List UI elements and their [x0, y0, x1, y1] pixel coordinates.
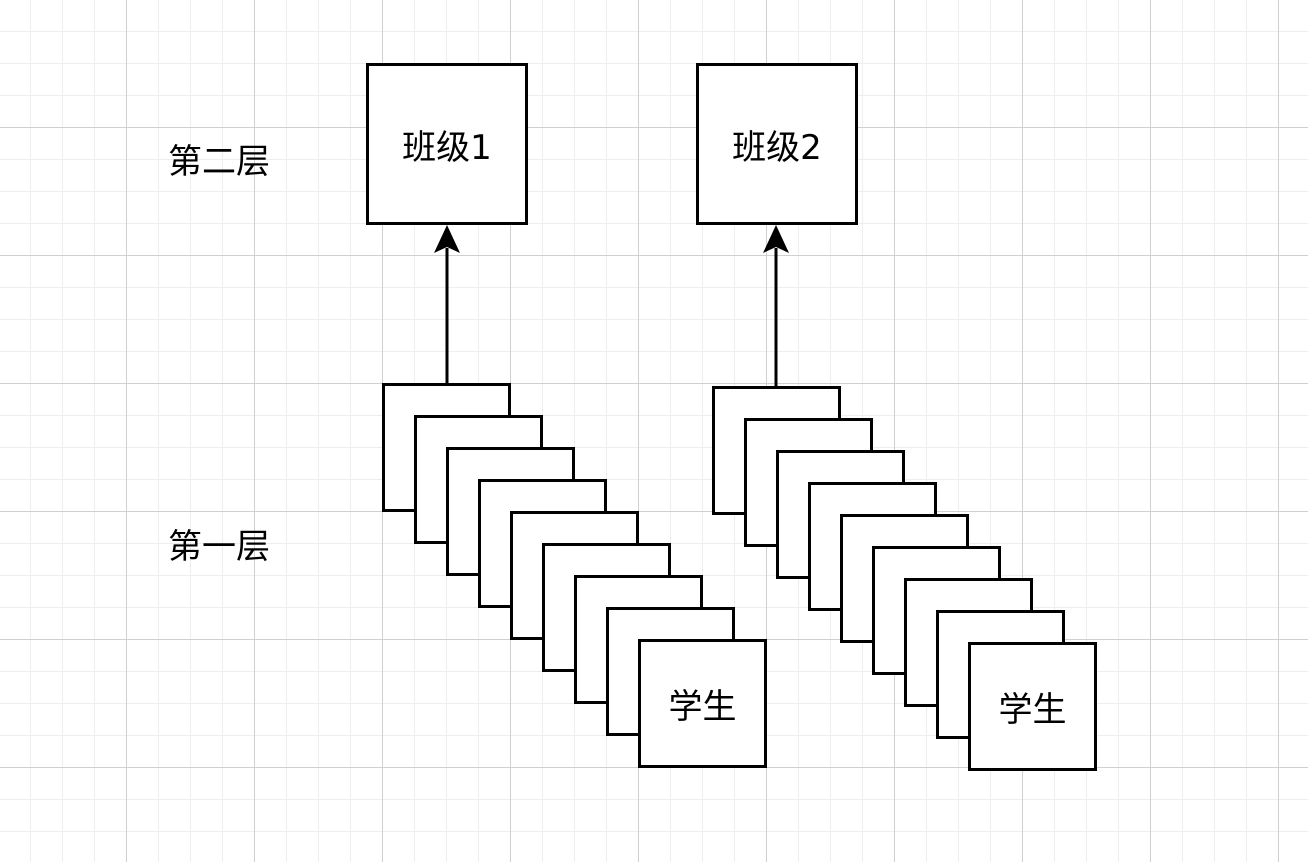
layer-label-second: 第二层: [168, 142, 270, 182]
arrow-students-to-class-1[interactable]: [434, 225, 460, 384]
arrow-students-to-class-2[interactable]: [763, 225, 789, 387]
layer-label-first: 第一层: [168, 527, 270, 567]
arrowhead-icon: [763, 225, 789, 253]
student-box[interactable]: 学生: [968, 642, 1097, 771]
student-box-label: 学生: [668, 687, 737, 727]
arrowhead-icon: [434, 225, 460, 253]
class-box-2[interactable]: 班级2: [696, 63, 858, 225]
student-box[interactable]: 学生: [638, 639, 767, 768]
student-box-label: 学生: [998, 690, 1067, 730]
class-box-label: 班级2: [732, 127, 822, 168]
class-box-1[interactable]: 班级1: [366, 63, 528, 225]
class-box-label: 班级1: [402, 127, 492, 168]
